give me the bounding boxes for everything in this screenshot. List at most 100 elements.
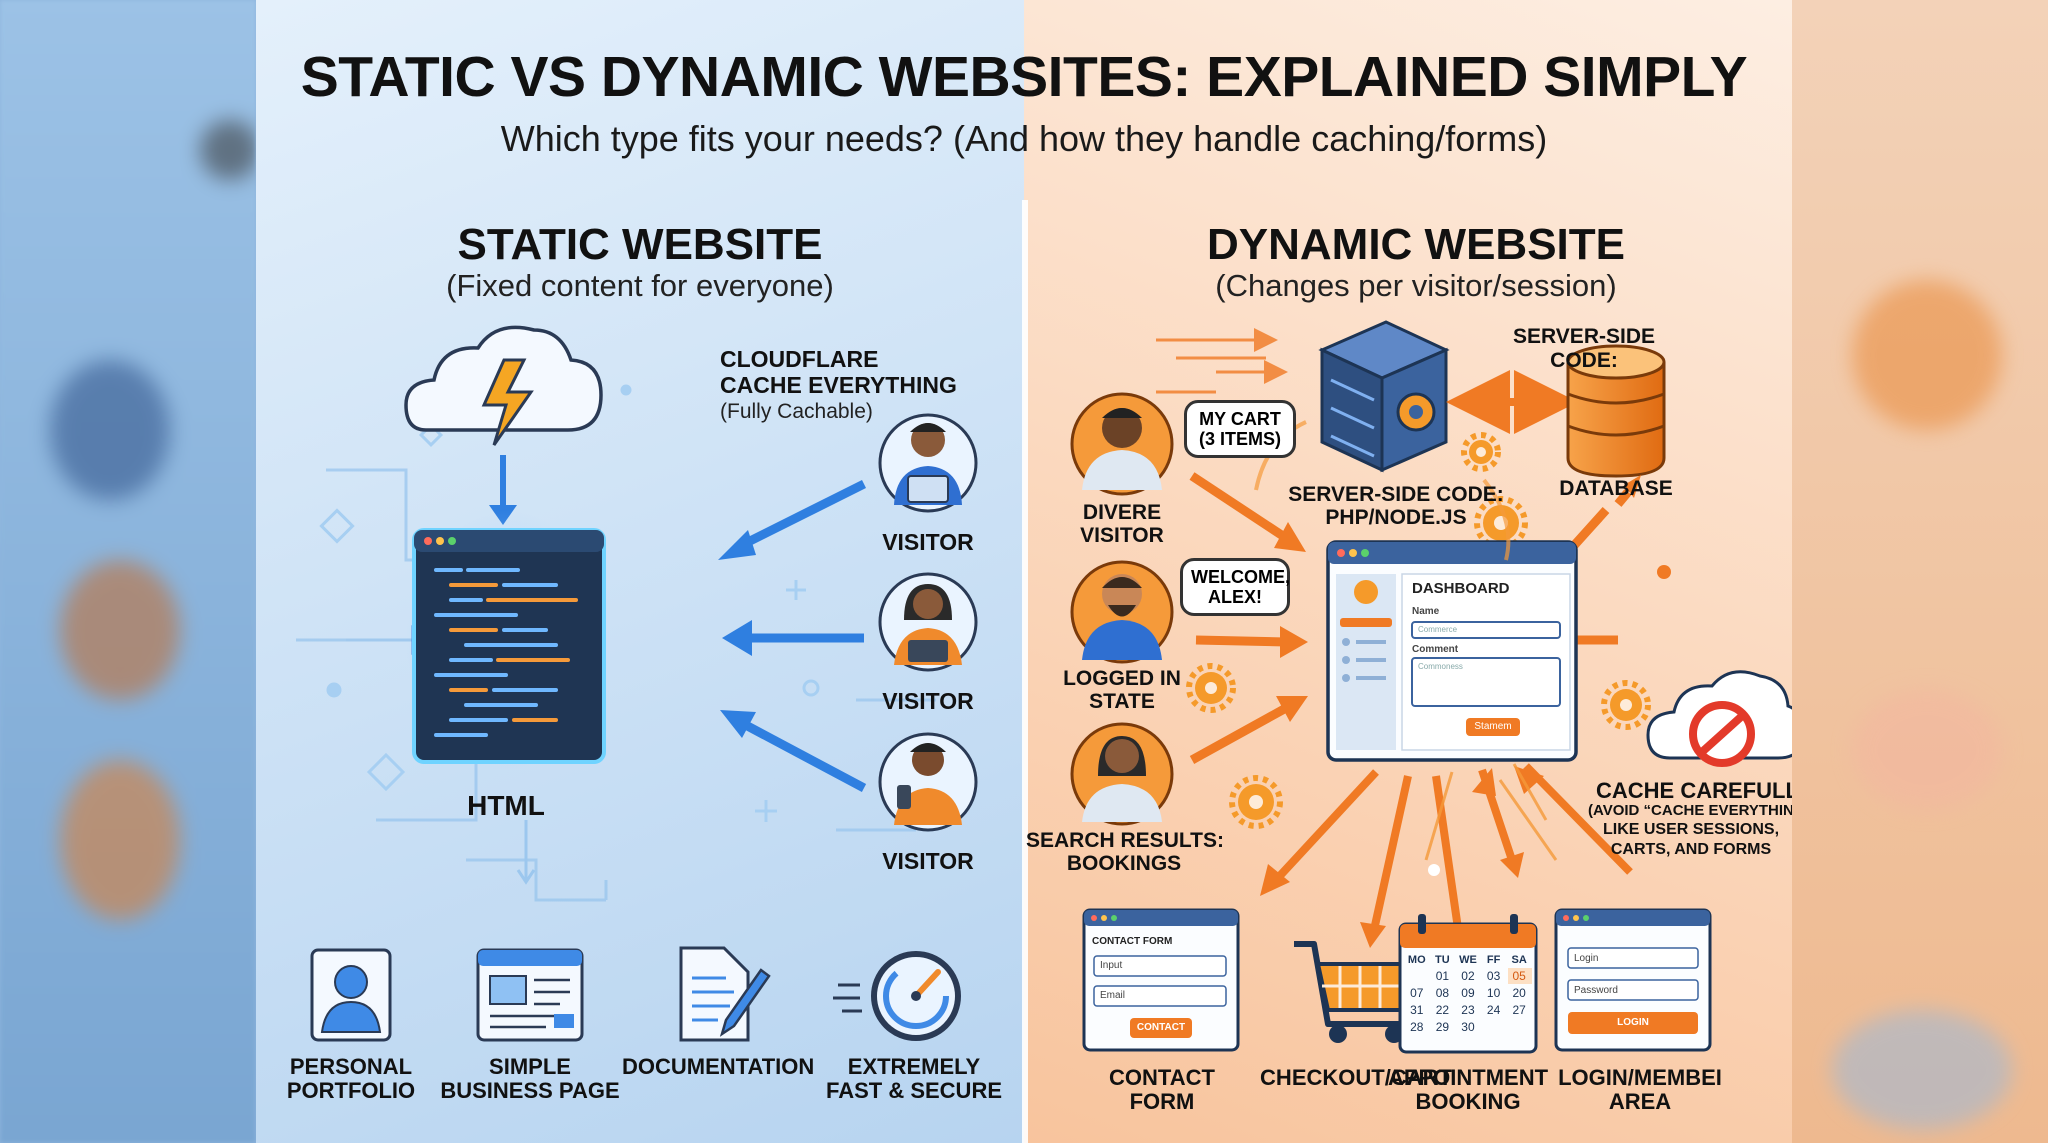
static-visitor-1 [878,413,978,513]
server-icon [1318,320,1450,473]
business-page-label-2: BUSINESS PAGE [440,1078,620,1103]
calendar-date: 10 [1486,986,1501,1000]
contact-email-field[interactable]: Email [1100,990,1126,1001]
documentation-icon [679,946,771,1042]
business-page-label-1: SIMPLE [489,1054,571,1079]
login-submit-button[interactable]: LOGIN [1617,1017,1649,1028]
contact-input-field[interactable]: Input [1100,960,1123,971]
logged-in-label-2: STATE [1089,690,1155,713]
calendar-date [1506,1020,1532,1034]
page-subtitle: Which type fits your needs? (And how the… [500,118,1548,159]
ghost-cloud [1852,690,2002,810]
calendar-header-row: MO TU WE FF SA [1404,954,1532,966]
static-visitor-2 [878,572,978,672]
calendar-date: 08 [1435,986,1450,1000]
portfolio-label-1: PERSONAL [289,1054,413,1079]
search-results-label-1: SEARCH RESULTS: [1026,829,1224,852]
cloudflare-label: CLOUDFLARE [720,346,879,372]
database-label: DATABASE [1559,477,1673,500]
calendar-day: FF [1486,954,1501,966]
database-icon [1566,344,1666,478]
calendar-date: 02 [1461,969,1475,983]
login-password-field[interactable]: Password [1574,985,1618,996]
contact-submit-button[interactable]: CONTACT [1136,1022,1186,1033]
login-member-label-1: LOGIN/MEMBEI [1558,1065,1722,1090]
calendar-row: 31 22 23 24 27 [1404,1003,1532,1017]
ghost-avatar [50,360,170,500]
calendar-date [1404,969,1430,983]
checkout-cart-label: CHECKOUT/CART [1260,1065,1452,1090]
search-results-label-2: BOOKINGS [1066,852,1182,875]
right-blurred-margin [1792,0,2048,1143]
calendar-date: 31 [1410,1003,1424,1017]
cart-bubble-line-1: MY CART [1199,409,1281,429]
dynamic-visitor-1 [1070,392,1174,496]
dynamic-visitor-3 [1070,722,1174,826]
contact-form-title: CONTACT FORM [1092,936,1173,947]
static-visitor-3 [878,732,978,832]
server-side-top-label-1: SERVER-SIDE [1513,325,1655,348]
circuit-lines [296,468,936,902]
ghost-avatar [60,760,180,920]
welcome-speech-bubble: WELCOME, ALEX! [1180,558,1290,616]
speed-lines [1156,328,1288,394]
html-window [406,510,606,770]
calendar-row: 28 29 30 [1404,1020,1532,1034]
dashboard-submit-button[interactable]: Stamem [1474,721,1512,732]
welcome-bubble-line-1: WELCOME, [1191,567,1290,587]
documentation-label: DOCUMENTATION [622,1054,815,1079]
appointment-label-1: APPOINTMENT [1387,1065,1549,1090]
contact-form-label-1: CONTACT [1109,1065,1215,1090]
dashboard-window [1326,540,1578,762]
diagram-graphics [296,320,1792,1054]
ghost-panel [1832,1010,2012,1130]
diverse-visitor-label-1: DIVERE [1082,501,1162,524]
ghost-shape [200,120,256,180]
dashboard-name-label: Name [1412,606,1440,617]
calendar-grid: MO TU WE FF SA 01 02 03 05 07 08 09 10 2… [1404,954,1532,1034]
login-member-label-2: AREA [1608,1089,1672,1114]
calendar-date: 23 [1461,1003,1475,1017]
html-label: HTML [467,790,545,821]
calendar-row: 07 08 09 10 20 [1404,986,1532,1000]
cache-carefully-line-2: (AVOID “CACHE EVERYTHING”) [1588,802,1792,819]
login-username-field[interactable]: Login [1574,953,1599,964]
calendar-date: 29 [1435,1020,1450,1034]
static-visitor-label-1: VISITOR [882,529,974,555]
calendar-row: 01 02 03 05 [1404,969,1532,983]
cache-everything-label: CACHE EVERYTHING [720,372,957,398]
infographic-canvas: STATIC VS DYNAMIC WEBSITES: EXPLAINED SI… [256,0,1792,1143]
contact-form-window [1082,908,1240,1052]
calendar-day: SA [1511,954,1527,966]
business-page-icon [476,948,584,1042]
static-visitor-label-2: VISITOR [882,688,974,714]
cart-bubble-line-2: (3 ITEMS) [1198,429,1281,449]
left-blurred-margin [0,0,256,1143]
calendar-date: 22 [1435,1003,1450,1017]
calendar-date: 27 [1512,1003,1526,1017]
calendar-date: 24 [1486,1003,1501,1017]
dynamic-heading: DYNAMIC WEBSITE [1207,220,1625,269]
dashboard-comment-input[interactable]: Commoness [1418,662,1463,671]
calendar-day: TU [1435,954,1450,966]
dashboard-comment-label: Comment [1412,644,1459,655]
static-visitor-arrows [733,479,867,792]
static-visitor-label-3: VISITOR [882,848,974,874]
contact-form-label-2: FORM [1129,1089,1195,1114]
panel-divider [1022,200,1028,1143]
calendar-date: 07 [1410,986,1424,1000]
calendar-date: 20 [1512,986,1526,1000]
fast-secure-label-1: EXTREMELY [847,1054,981,1079]
server-side-bottom-label-2: PHP/NODE.JS [1325,506,1467,529]
logged-in-label-1: LOGGED IN [1063,667,1181,690]
welcome-bubble-line-2: ALEX! [1208,587,1262,607]
calendar-date: 01 [1435,969,1450,983]
static-heading: STATIC WEBSITE [457,220,823,269]
speedometer-icon [833,951,961,1041]
calendar-date: 05 [1512,969,1526,983]
dashboard-name-input[interactable]: Commerce [1418,625,1458,634]
appointment-label-2: BOOKING [1415,1089,1521,1114]
cart-icon [1294,941,1419,1043]
fast-secure-label-2: FAST & SECURE [825,1078,1003,1103]
cache-carefully-line-3: LIKE USER SESSIONS, [1602,821,1780,838]
